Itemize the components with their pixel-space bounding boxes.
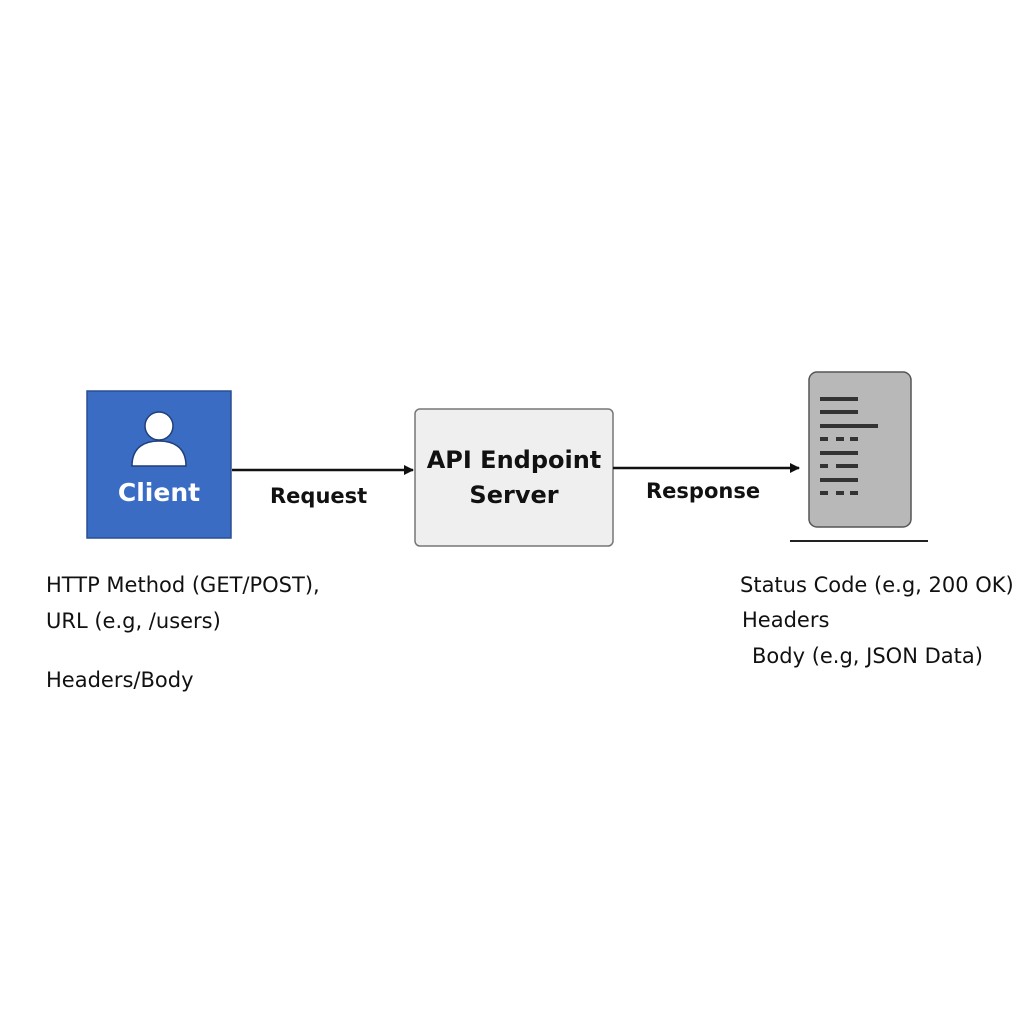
response-label: Response [646,479,761,503]
server-label: API Endpoint Server [415,443,613,513]
server-label-line1: API Endpoint [426,446,602,474]
server-node [414,408,614,547]
response-note-body: Body (e.g, JSON Data) [752,644,983,668]
response-note-headers: Headers [742,608,830,632]
request-note-method: HTTP Method (GET/POST), [46,573,320,597]
request-note-headers-body: Headers/Body [46,668,194,692]
client-label: Client [117,478,201,507]
user-icon [131,411,187,467]
request-note-url: URL (e.g, /users) [46,609,221,633]
document-icon [790,371,928,542]
response-note-status: Status Code (e.g, 200 OK) [740,573,1014,597]
server-label-line2: Server [469,481,559,509]
request-label: Request [270,484,368,508]
